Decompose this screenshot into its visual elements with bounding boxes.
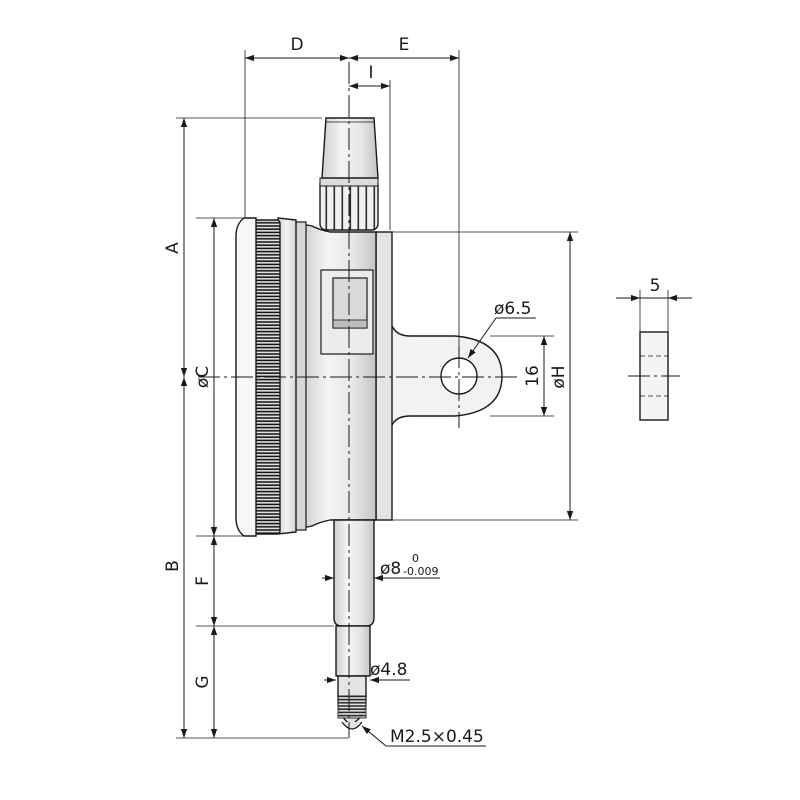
dimension-hole: ø6.5 <box>467 299 536 359</box>
lug-section-view: 5 <box>616 276 692 421</box>
dimension-d: D <box>245 35 349 62</box>
dimension-h: øH <box>549 232 574 520</box>
label-lug-thickness: 5 <box>650 276 661 296</box>
label-stem-tol-upper: 0 <box>412 552 419 565</box>
dimension-tip: ø4.8 <box>324 660 410 684</box>
label-stem-tol-lower: -0.009 <box>403 565 438 578</box>
dimension-stem: ø8 0 -0.009 <box>322 552 440 582</box>
label-stem-dia: ø8 <box>380 559 401 579</box>
stem <box>333 519 375 627</box>
spindle <box>335 625 371 677</box>
dimension-a: A <box>163 118 188 377</box>
dimension-e: E <box>349 35 459 62</box>
label-g: G <box>193 675 213 688</box>
mounting-lug <box>377 317 503 433</box>
label-h: øH <box>549 365 569 388</box>
indicator-body <box>235 117 503 730</box>
dimension-g: G <box>193 626 218 738</box>
extension-lines <box>176 50 578 739</box>
label-hole-dia: ø6.5 <box>494 299 531 319</box>
label-b: B <box>163 560 183 572</box>
top-stem <box>321 117 379 179</box>
label-thread: M2.5×0.45 <box>390 727 484 747</box>
dimension-b: B <box>163 377 188 738</box>
dimension-f: F <box>193 536 218 626</box>
dimension-c: øC <box>193 218 218 536</box>
center-lines <box>198 62 520 738</box>
dimension-lug-width: 16 <box>523 336 548 416</box>
case-back <box>375 231 393 521</box>
label-a: A <box>163 242 183 254</box>
dimension-thread: M2.5×0.45 <box>361 725 486 747</box>
label-c: øC <box>193 366 213 388</box>
dimension-i: I <box>349 63 390 90</box>
label-e: E <box>399 35 410 55</box>
label-tip-dia: ø4.8 <box>370 660 407 680</box>
label-lug-width: 16 <box>523 365 543 387</box>
label-i: I <box>368 63 373 83</box>
label-f: F <box>193 576 213 586</box>
label-d: D <box>290 35 303 55</box>
